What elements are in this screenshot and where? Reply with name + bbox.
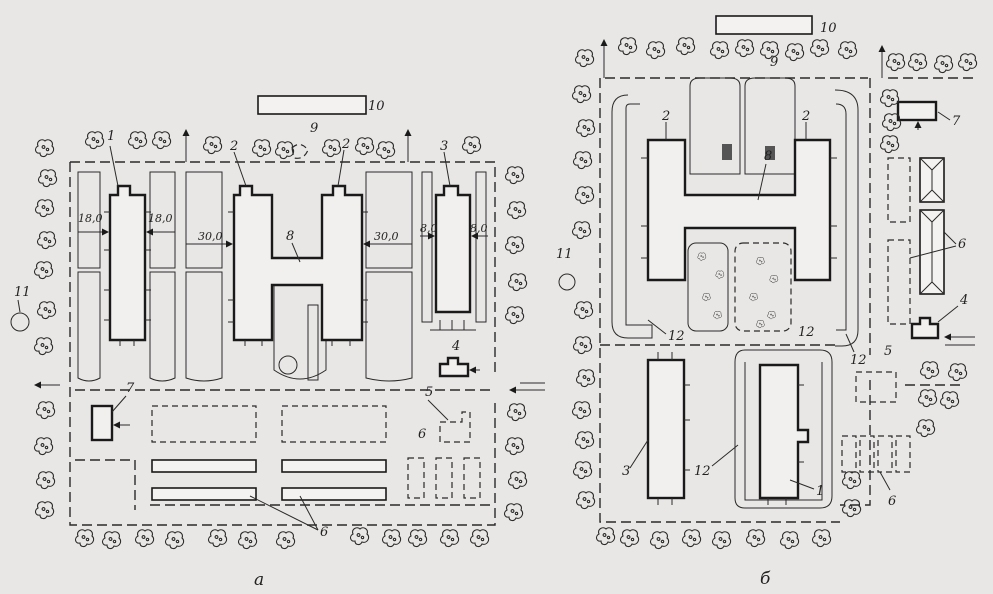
plan-a-bed-2 [281,459,387,473]
plan-b-garden-2 [734,242,792,332]
plan-b-area-5 [855,371,897,403]
plan-a-ground-2 [281,405,387,443]
plan-a-building-7 [90,404,114,442]
plan-b-label-9: 9 [770,55,778,70]
plan-b-label-1: 1 [816,484,824,499]
plan-a-building-4 [438,356,470,378]
plan-a-entrances [104,211,368,346]
plan-a-bed-1 [151,459,257,473]
plan-b-paths [611,77,859,509]
plan-b-label-6a: 6 [958,237,966,252]
plan-a-area-6-1 [407,457,425,499]
plan-b-building-10 [715,15,813,35]
plan-a-label-5: 5 [425,385,433,400]
plan-a-dim-6: 8,0 [470,222,488,235]
plan-a-building-1 [108,184,147,342]
plan-b-label-11: 11 [556,247,573,262]
plan-a-dim-4: 30,0 [374,230,399,243]
plan-a-dim-5: 8,0 [420,222,438,235]
plan-a-caption: а [254,570,264,590]
plan-a-item-11 [10,312,30,332]
plan-b-item-11 [558,273,576,291]
plan-a-label-6a: 6 [418,427,426,442]
plan-a-label-1: 1 [107,129,115,144]
plan-a-dim-3: 30,0 [198,230,223,243]
plan-a-label-2a: 2 [229,139,238,154]
plan-a-area-6-3 [463,457,481,499]
plan-a-label-10: 10 [368,99,385,114]
plan-a-bed-4 [281,487,387,501]
plan-a-dimensions: 18,0 18,0 30,0 30,0 8,0 8,0 [78,212,488,248]
plan-a-roads [34,129,545,526]
plan-b-building-7 [896,100,938,122]
plan-b-label-8: 8 [764,149,772,164]
plan-b-roads [599,39,975,523]
plan-b-label-6b: 6 [888,494,896,509]
plan-a-label-7: 7 [126,381,135,396]
plan-a-label-9: 9 [310,121,318,136]
plan-a-building-8 [232,184,364,342]
plan-a-label-2b: 2 [341,137,350,152]
plan-b-stair-1 [722,144,732,160]
plan-b-label-10: 10 [820,21,837,36]
plan-b-label-12b: 12 [798,325,815,340]
plan-a-dim-1: 18,0 [78,212,103,225]
plan-a-label-11: 11 [14,285,31,300]
plan-a-building-3 [434,184,472,314]
plan-b-label-3: 3 [622,464,630,479]
plan-b-label-2a: 2 [661,109,670,124]
plan-b-area-6-2 [887,239,911,325]
plan-b-entrances [641,157,837,505]
plan-a-parcels [77,171,487,382]
plan-b-label-4: 4 [959,293,968,308]
plan-b-stair-2 [765,146,775,160]
plan-b-building-1 [758,363,810,500]
plan-b-label-12d: 12 [694,464,711,479]
plan-a-building-10 [257,95,367,115]
plan-b-caption: б [760,569,771,589]
plan-b-label-12a: 12 [668,329,685,344]
plan-a-label-6b: 6 [320,525,328,540]
plan-b-building-3 [646,358,686,500]
plan-a-label-3: 3 [440,139,448,154]
plan-a-dim-2: 18,0 [148,212,173,225]
plan-a-ground-1 [151,405,257,443]
plan-b: 10 2 2 [556,15,978,589]
plan-b-building-8 [646,138,832,282]
plan-a-area-6-2 [435,457,453,499]
plan-b-building-4 [910,316,940,340]
plan-a-label-8: 8 [286,229,294,244]
plan-b-garden-1 [687,242,729,332]
plan-b-label-12c: 12 [850,353,867,368]
plan-b-label-5: 5 [884,344,892,359]
plan-a-label-4: 4 [451,339,460,354]
plan-b-garden-trees [697,252,779,329]
plan-a: 10 [10,95,545,590]
plan-b-area-6-strips [841,435,911,473]
plan-a-area-5 [439,411,471,443]
plan-b-area-6-1 [887,157,911,223]
plan-b-label-2b: 2 [801,109,810,124]
plan-a-bed-3 [151,487,257,501]
plan-b-label-7: 7 [952,114,961,129]
